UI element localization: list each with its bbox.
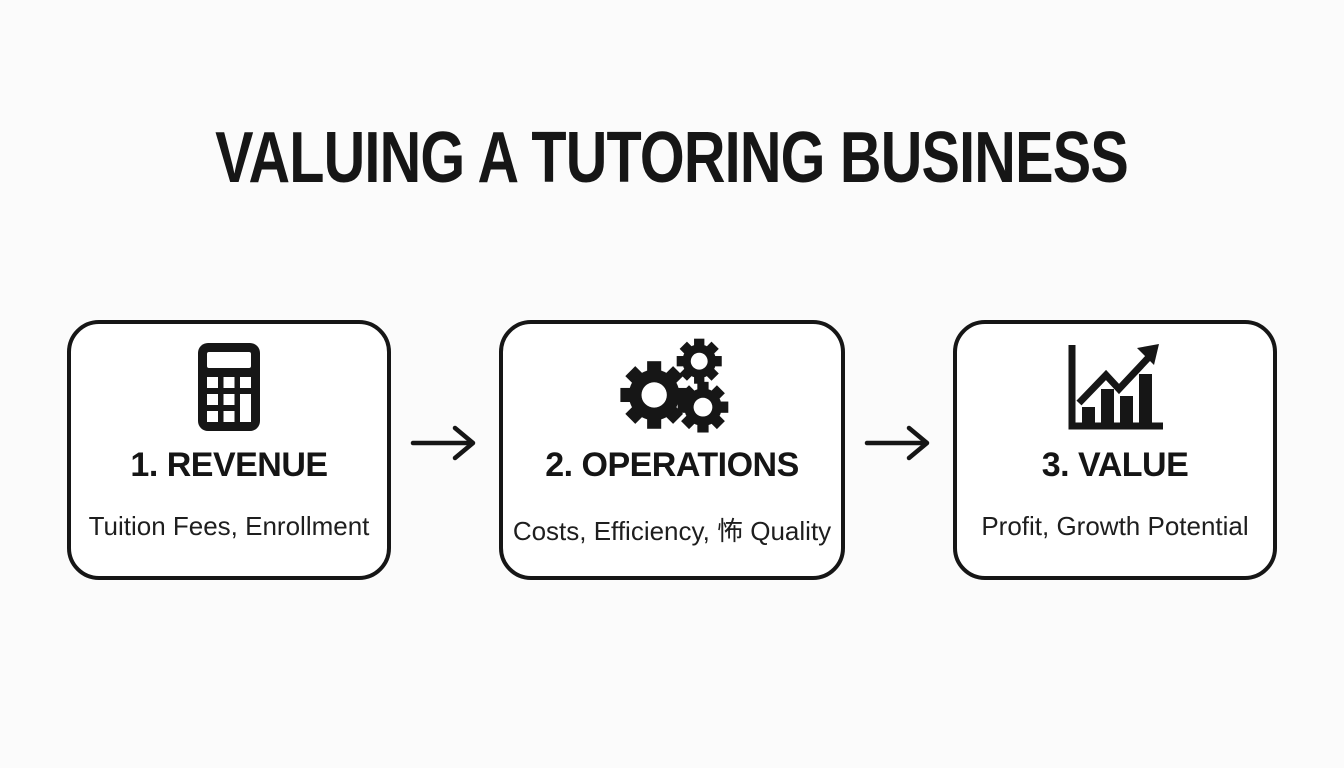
right-arrow-icon <box>864 425 930 461</box>
diagram-title: VALUING A TUTORING BUSINESS <box>215 118 1130 198</box>
right-arrow-icon <box>410 425 476 461</box>
step-box-value: 3. VALUE Profit, Growth Potential <box>953 320 1277 580</box>
step-heading: 3. VALUE <box>1041 446 1189 484</box>
step-subtext: Costs, Efficiency, 怖 Quality <box>512 516 832 546</box>
gears-icon <box>611 338 733 436</box>
bar-chart-growth-icon <box>1065 338 1165 436</box>
step-heading: 2. OPERATIONS <box>545 446 799 484</box>
step-subtext: Tuition Fees, Enrollment <box>88 511 370 541</box>
step-box-revenue: 1. REVENUE Tuition Fees, Enrollment <box>67 320 391 580</box>
step-box-operations: 2. OPERATIONS Costs, Efficiency, 怖 Quali… <box>499 320 845 580</box>
flow-arrow-1 <box>391 320 499 580</box>
flow-arrow-2 <box>845 320 953 580</box>
calculator-icon <box>198 338 260 436</box>
flow-row: 1. REVENUE Tuition Fees, Enrollment <box>0 320 1344 580</box>
title-row: VALUING A TUTORING BUSINESS <box>0 122 1344 194</box>
step-heading: 1. REVENUE <box>130 446 328 484</box>
step-subtext: Profit, Growth Potential <box>981 511 1249 541</box>
